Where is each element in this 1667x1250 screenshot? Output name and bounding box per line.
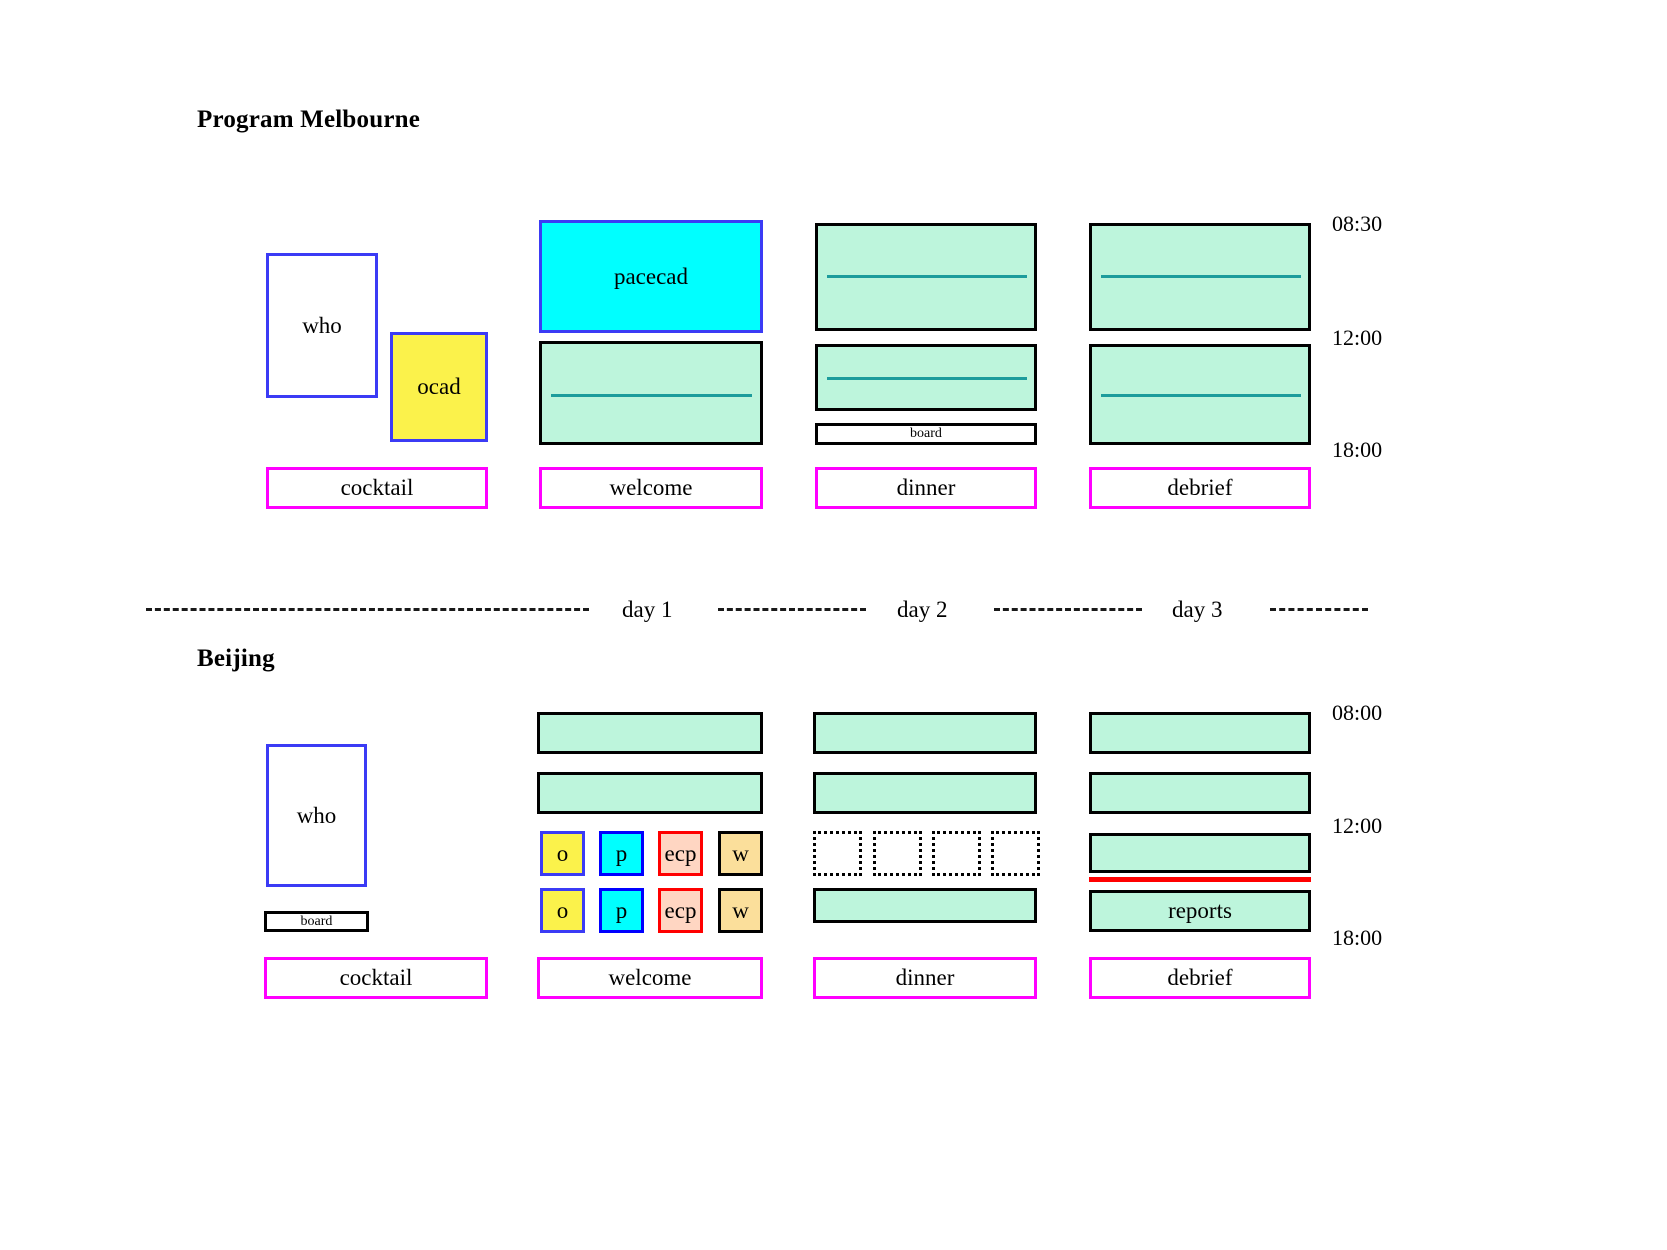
beijing-day2-block-3[interactable] xyxy=(813,888,1037,923)
beijing-chip-w-row2[interactable]: w xyxy=(718,888,763,933)
beijing-board-block[interactable]: board xyxy=(264,911,369,932)
page-title: Program Melbourne xyxy=(197,106,421,133)
beijing-day2-block-2[interactable] xyxy=(813,772,1037,814)
beijing-placeholder-2[interactable] xyxy=(873,831,922,876)
beijing-day1-block-1[interactable] xyxy=(537,712,763,754)
melbourne-day1-session-block[interactable] xyxy=(539,341,763,445)
beijing-placeholder-4[interactable] xyxy=(991,831,1040,876)
divider-dash-0 xyxy=(146,608,589,611)
beijing-who-block[interactable]: who xyxy=(266,744,367,887)
beijing-footer-debrief[interactable]: debrief xyxy=(1089,957,1311,999)
divider-dash-1 xyxy=(718,608,866,611)
beijing-chip-ecp-row1[interactable]: ecp xyxy=(658,831,703,876)
beijing-day2-block-1[interactable] xyxy=(813,712,1037,754)
melbourne-day2-morning-divider xyxy=(827,275,1027,278)
beijing-footer-dinner[interactable]: dinner xyxy=(813,957,1037,999)
beijing-day3-red-marker xyxy=(1089,877,1311,882)
melbourne-footer-cocktail[interactable]: cocktail xyxy=(266,467,488,509)
time-label-1800: 18:00 xyxy=(1332,437,1383,462)
beijing-time-label-1200: 12:00 xyxy=(1332,813,1383,838)
beijing-chip-ecp-row2[interactable]: ecp xyxy=(658,888,703,933)
melbourne-footer-debrief[interactable]: debrief xyxy=(1089,467,1311,509)
divider-label-day3: day 3 xyxy=(1172,597,1223,622)
divider-dash-3 xyxy=(1270,608,1368,611)
melbourne-who-block[interactable]: who xyxy=(266,253,378,398)
melbourne-day3-afternoon-divider xyxy=(1101,394,1301,397)
beijing-footer-welcome[interactable]: welcome xyxy=(537,957,763,999)
beijing-reports-block[interactable]: reports xyxy=(1089,890,1311,932)
beijing-day3-block-1[interactable] xyxy=(1089,712,1311,754)
melbourne-footer-welcome[interactable]: welcome xyxy=(539,467,763,509)
beijing-day3-block-2[interactable] xyxy=(1089,772,1311,814)
beijing-section-title: Beijing xyxy=(197,645,275,672)
melbourne-board-block[interactable]: board xyxy=(815,423,1037,445)
beijing-placeholder-1[interactable] xyxy=(813,831,862,876)
beijing-footer-cocktail[interactable]: cocktail xyxy=(264,957,488,999)
beijing-placeholder-3[interactable] xyxy=(932,831,981,876)
beijing-chip-p-row1[interactable]: p xyxy=(599,831,644,876)
time-label-0830: 08:30 xyxy=(1332,211,1383,236)
melbourne-ocad-block[interactable]: ocad xyxy=(390,332,488,442)
beijing-chip-o-row1[interactable]: o xyxy=(540,831,585,876)
time-label-1200: 12:00 xyxy=(1332,325,1383,350)
melbourne-footer-dinner[interactable]: dinner xyxy=(815,467,1037,509)
melbourne-day3-morning-divider xyxy=(1101,275,1301,278)
beijing-time-label-0800: 08:00 xyxy=(1332,700,1383,725)
beijing-chip-o-row2[interactable]: o xyxy=(540,888,585,933)
melbourne-pacecad-block[interactable]: pacecad xyxy=(539,220,763,333)
divider-label-day1: day 1 xyxy=(622,597,673,622)
melbourne-day2-afternoon-divider xyxy=(827,377,1027,380)
beijing-day1-block-2[interactable] xyxy=(537,772,763,814)
divider-label-day2: day 2 xyxy=(897,597,948,622)
beijing-chip-p-row2[interactable]: p xyxy=(599,888,644,933)
beijing-time-label-1800: 18:00 xyxy=(1332,925,1383,950)
melbourne-day1-session-divider xyxy=(551,394,752,397)
beijing-day3-block-3[interactable] xyxy=(1089,833,1311,873)
divider-dash-2 xyxy=(994,608,1142,611)
beijing-chip-w-row1[interactable]: w xyxy=(718,831,763,876)
